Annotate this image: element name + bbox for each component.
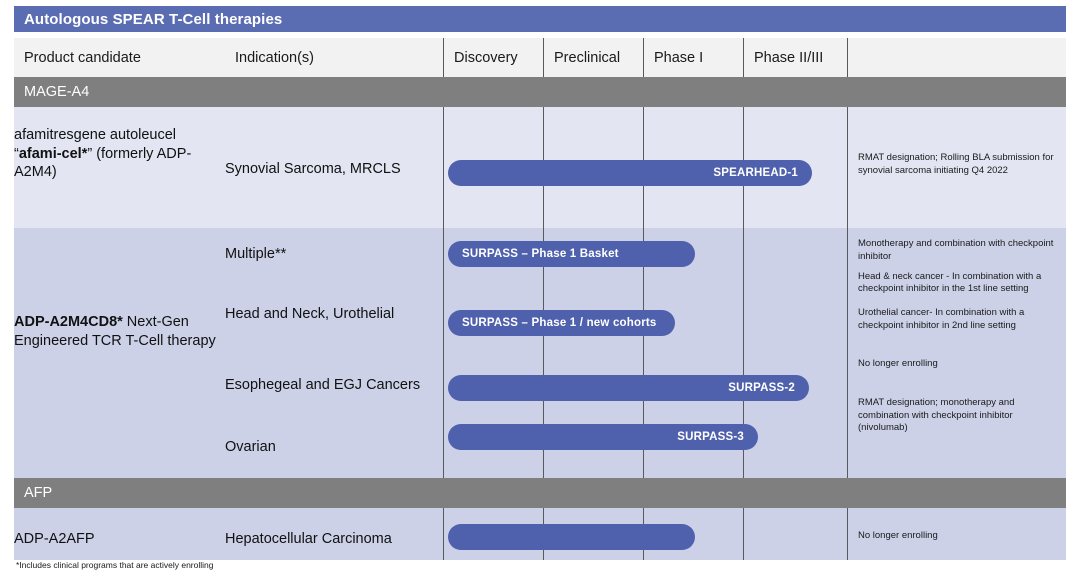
note-item: Monotherapy and combination with checkpo… <box>858 238 1054 262</box>
bar-label-surpass-2: SURPASS-2 <box>728 382 795 394</box>
bar-spearhead-1[interactable]: SPEARHEAD-1 <box>448 160 812 186</box>
indication-hepatocellular: Hepatocellular Carcinoma <box>225 531 392 547</box>
column-header-phase-ii-iii: Phase II/III <box>743 38 848 77</box>
product-name-adp-a2afp: ADP-A2AFP <box>14 531 95 547</box>
grid-line-phase-i <box>643 228 644 478</box>
grid-line-preclinical <box>543 228 544 478</box>
footnote: *Includes clinical programs that are act… <box>16 560 214 570</box>
bar-surpass-2[interactable]: SURPASS-2 <box>448 375 809 401</box>
product-name-afami-cel: afamitresgene autoleucel “afami-cel*” (f… <box>14 127 192 181</box>
bar-label-surpass-3: SURPASS-3 <box>677 431 744 443</box>
note-adp-a2afp: No longer enrolling <box>858 530 938 541</box>
notes-adp-a2m4cd8: Monotherapy and combination with checkpo… <box>858 238 1063 435</box>
note-afami-cel: RMAT designation; Rolling BLA submission… <box>858 152 1054 176</box>
bar-label-spearhead-1: SPEARHEAD-1 <box>713 167 798 179</box>
section-label-afp: AFP <box>24 485 53 501</box>
indication-head-neck-urothelial: Head and Neck, Urothelial <box>225 306 395 322</box>
bar-surpass-phase-1-basket[interactable]: SURPASS – Phase 1 Basket <box>448 241 695 267</box>
product-name-adp-a2m4cd8-bold: ADP-A2M4CD8* <box>14 314 123 330</box>
product-name-adp-a2m4cd8: ADP-A2M4CD8* Next-Gen Engineered TCR T-C… <box>14 314 216 349</box>
indication-esophageal-egj: Esophegeal and EGJ Cancers <box>225 377 421 393</box>
column-header-product: Product candidate <box>24 49 141 66</box>
section-band-afp: AFP <box>14 478 1066 508</box>
bar-adp-a2afp[interactable] <box>448 524 695 550</box>
indication-multiple: Multiple** <box>225 246 287 262</box>
grid-line-discovery <box>443 508 444 560</box>
section-label-mage-a4: MAGE-A4 <box>24 84 90 100</box>
note-item: Urothelial cancer- In combination with a… <box>858 307 1025 332</box>
grid-line-phase-ii-iii <box>743 228 744 478</box>
column-header-row: Product candidate Indication(s) Discover… <box>14 38 1066 78</box>
note-item: Head & neck cancer - In combination with… <box>858 270 1042 295</box>
section-band-mage-a4: MAGE-A4 <box>14 77 1066 107</box>
grid-line-phase-ii-iii <box>743 508 744 560</box>
column-header-phase-i: Phase I <box>643 38 744 77</box>
product-name-afami-cel-bold: afami-cel* <box>18 145 88 162</box>
bar-surpass-phase-1-new-cohorts[interactable]: SURPASS – Phase 1 / new cohorts <box>448 310 675 336</box>
note-item: No longer enrolling <box>858 357 938 369</box>
bar-label-surpass-phase-1-basket: SURPASS – Phase 1 Basket <box>462 248 619 260</box>
column-header-preclinical: Preclinical <box>543 38 644 77</box>
grid-line-discovery <box>443 228 444 478</box>
column-header-indication: Indication(s) <box>235 49 314 66</box>
grid-line-notes <box>847 107 848 228</box>
bar-surpass-3[interactable]: SURPASS-3 <box>448 424 758 450</box>
column-header-notes <box>847 38 1067 77</box>
note-item: RMAT designation; monotherapy and combin… <box>858 396 1015 434</box>
grid-line-notes <box>847 228 848 478</box>
bar-label-surpass-phase-1-new-cohorts: SURPASS – Phase 1 / new cohorts <box>462 317 657 329</box>
grid-line-notes <box>847 508 848 560</box>
indication-ovarian: Ovarian <box>225 439 276 455</box>
column-header-discovery: Discovery <box>443 38 544 77</box>
page-title: Autologous SPEAR T-Cell therapies <box>24 10 283 28</box>
pipeline-title-bar: Autologous SPEAR T-Cell therapies <box>14 6 1066 32</box>
grid-line-discovery <box>443 107 444 228</box>
indication-afami-cel: Synovial Sarcoma, MRCLS <box>225 161 401 177</box>
